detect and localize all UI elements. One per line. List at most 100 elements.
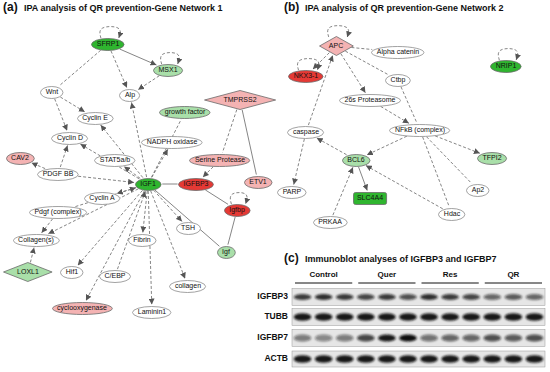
blot-band <box>441 355 459 363</box>
ellipse-outline <box>244 176 272 188</box>
interaction-edge <box>242 110 256 175</box>
blot-band <box>420 313 438 321</box>
group-label: QR <box>507 271 519 280</box>
gene-node: TSH <box>176 222 201 235</box>
blot-band <box>441 334 459 341</box>
blot-band <box>336 334 354 341</box>
blot-band <box>378 355 396 363</box>
gene-node: TFPI2 <box>477 152 507 165</box>
blot-band <box>315 313 333 321</box>
gene-label: TMPRSS2 <box>223 96 256 104</box>
ellipse-outline <box>439 208 465 220</box>
blot-band <box>505 313 523 321</box>
gene-label: IGF1 <box>140 180 156 188</box>
blot-band <box>378 294 396 300</box>
ellipse-outline <box>288 126 324 138</box>
interaction-edge <box>328 26 349 38</box>
ellipse-outline <box>313 216 347 228</box>
gene-node: Pdgf (complex) <box>29 206 87 219</box>
interaction-edge <box>313 53 329 69</box>
blot-band <box>483 355 501 363</box>
gene-node: Cyclin A <box>84 192 120 205</box>
interaction-edge <box>333 167 353 215</box>
group-underline <box>295 283 352 284</box>
gene-node: Fibrin <box>128 234 157 247</box>
gene-label: Cyclin A <box>89 194 114 202</box>
gene-node: collagen <box>169 280 206 293</box>
blot-bands <box>294 334 544 341</box>
gene-label: NFkB (complex) <box>395 126 445 134</box>
blot-band <box>378 334 396 341</box>
gene-node: NKX3-1 <box>288 70 324 83</box>
gene-node: Ctbp <box>385 74 411 87</box>
gene-node: PRKAA <box>313 216 348 229</box>
gene-label: Alpha catenin <box>377 48 419 56</box>
diamond-outline <box>319 37 353 56</box>
interaction-edge <box>381 106 409 123</box>
gene-label: C/EBP <box>104 272 125 280</box>
transporter-box: SLC4A4 <box>353 192 387 205</box>
blot-band <box>483 294 501 300</box>
group-underline <box>485 283 542 284</box>
blot-band <box>399 355 417 363</box>
blot-membrane <box>292 351 545 367</box>
blot-band <box>315 355 333 363</box>
group-underline <box>358 283 415 284</box>
protein-label: TUBB <box>264 312 288 321</box>
blot-band <box>526 313 544 321</box>
ellipse-outline <box>278 186 307 198</box>
interaction-edge <box>205 190 228 204</box>
gene-node: Serine Protease <box>189 154 250 167</box>
interaction-edge <box>154 190 182 221</box>
blot-band <box>294 334 312 341</box>
blot-band <box>315 334 333 341</box>
ellipse-outline <box>133 306 171 318</box>
blot-band <box>505 355 523 363</box>
ellipse-outline <box>477 152 506 164</box>
gene-node: IGF1 <box>135 178 162 191</box>
ellipse-outline <box>41 86 63 98</box>
gene-node: Wnt <box>40 86 63 99</box>
gene-node: Hdac <box>438 208 465 221</box>
diamond-outline <box>204 91 275 110</box>
panel-title: Immunoblot analyses of IGFBP3 and IGFBP7 <box>305 255 497 265</box>
ellipse-outline <box>120 89 140 101</box>
gene-label: growth factor <box>165 108 205 116</box>
ellipse-outline <box>390 124 450 136</box>
ellipse-outline <box>38 168 79 180</box>
gene-label: Hdac <box>444 210 460 218</box>
panel-letter: (a) <box>3 1 18 14</box>
interaction-edge <box>228 217 235 245</box>
interaction-edge <box>367 136 407 155</box>
ellipse-outline <box>340 94 401 106</box>
ellipse-outline <box>52 302 112 314</box>
gene-node: Alp <box>119 89 140 102</box>
gene-label: caspase <box>293 128 319 136</box>
gene-label: Wnt <box>46 88 58 96</box>
interaction-edge <box>117 188 136 194</box>
panel-title: IPA analysis of QR prevention-Gene Netwo… <box>24 4 223 14</box>
ellipse-outline <box>52 132 88 144</box>
interaction-edge <box>75 188 135 207</box>
gene-label: Serine Protease <box>195 156 245 164</box>
gene-node: BCL6 <box>342 154 371 167</box>
blot-band <box>483 313 501 321</box>
interaction-edge <box>359 167 368 191</box>
blot-band <box>462 355 480 363</box>
panel-letter: (b) <box>284 1 299 14</box>
blot-bands <box>294 355 544 363</box>
blot-membrane <box>292 309 545 326</box>
ellipse-outline <box>135 178 161 190</box>
interaction-edge <box>101 125 143 178</box>
interaction-edge <box>427 137 472 184</box>
gene-node: caspase <box>287 126 324 139</box>
gene-node: Cyclin E <box>77 112 114 125</box>
interaction-edge <box>401 87 417 123</box>
interaction-edge <box>297 59 318 71</box>
gene-label: STAT5a/b <box>100 156 130 164</box>
gene-label: SFRP1 <box>97 40 120 48</box>
ellipse-outline <box>61 266 83 278</box>
gene-node: growth factor <box>159 106 210 119</box>
ellipse-outline <box>99 270 130 282</box>
gene-label: TSH <box>181 224 195 232</box>
